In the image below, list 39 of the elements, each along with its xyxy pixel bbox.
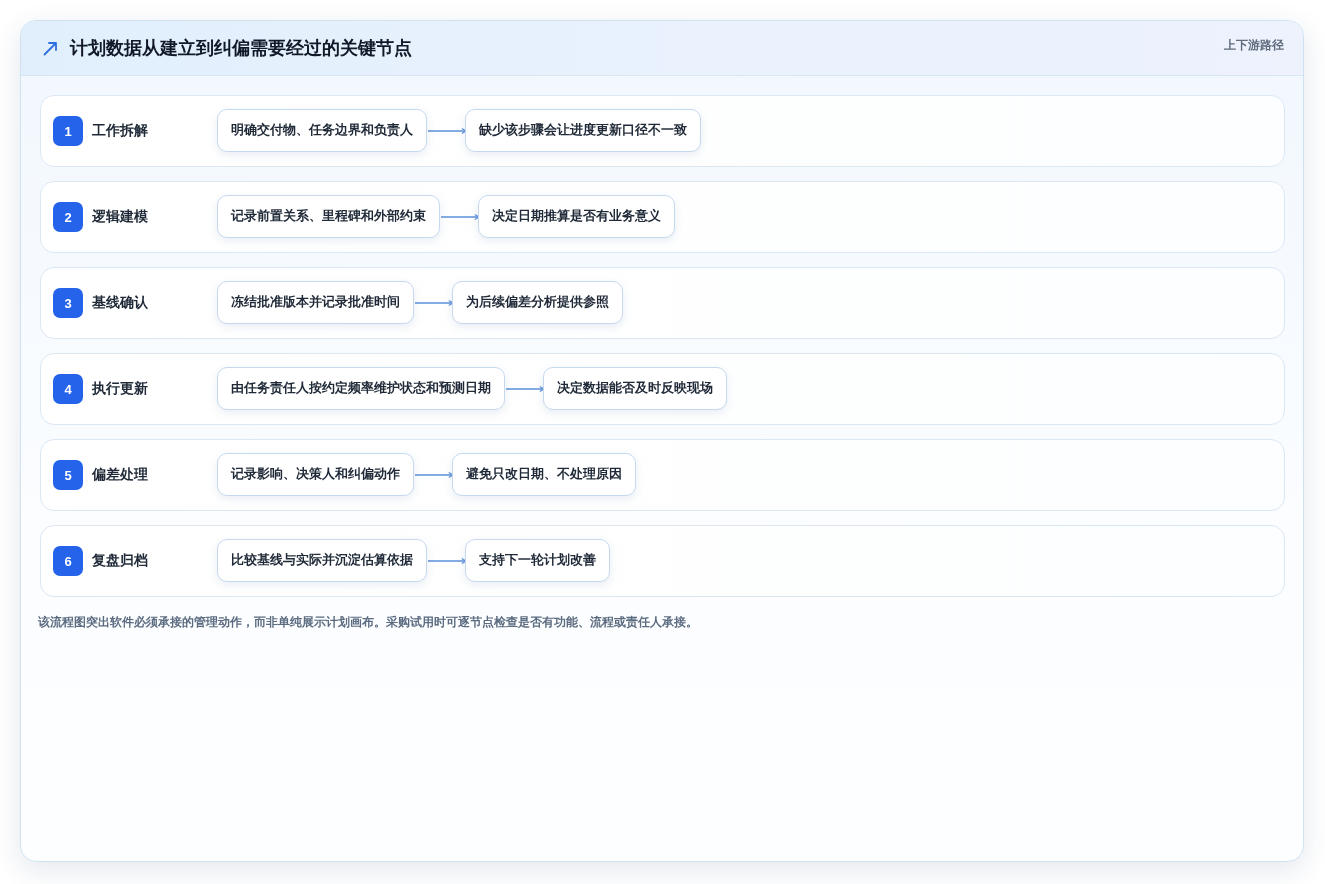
action-box: 记录前置关系、里程碑和外部约束 bbox=[217, 194, 440, 238]
caption: 该流程图突出软件必须承接的管理动作，而非单纯展示计划画布。采购试用时可逐节点检查是否有功能、流程或责任人承接。 bbox=[38, 614, 698, 631]
outcome-box: 为后续偏差分析提供参照 bbox=[452, 280, 623, 324]
arrow bbox=[414, 472, 454, 478]
outcome-box: 决定日期推算是否有业务意义 bbox=[478, 194, 675, 238]
step-row bbox=[40, 267, 1285, 339]
step-name: 复盘归档 bbox=[92, 552, 149, 570]
step-row bbox=[40, 439, 1285, 511]
arrow bbox=[414, 300, 454, 306]
action-box: 记录影响、决策人和纠偏动作 bbox=[217, 452, 414, 496]
outcome-box: 支持下一轮计划改善 bbox=[465, 538, 610, 582]
step-number-badge: 2 bbox=[53, 202, 83, 232]
step-number-badge: 1 bbox=[53, 116, 83, 146]
arrow bbox=[440, 214, 480, 220]
step-name: 工作拆解 bbox=[92, 122, 149, 140]
step-name: 逻辑建模 bbox=[92, 208, 149, 226]
step-number-badge: 4 bbox=[53, 374, 83, 404]
action-box: 比较基线与实际并沉淀估算依据 bbox=[217, 538, 427, 582]
arrow bbox=[505, 386, 545, 392]
step-name: 执行更新 bbox=[92, 380, 149, 398]
step-number-badge: 3 bbox=[53, 288, 83, 318]
action-box: 冻结批准版本并记录批准时间 bbox=[217, 280, 414, 324]
arrow bbox=[427, 128, 467, 134]
step-number-badge: 6 bbox=[53, 546, 83, 576]
outcome-box: 决定数据能否及时反映现场 bbox=[543, 366, 727, 410]
arrow bbox=[427, 558, 467, 564]
step-row bbox=[40, 181, 1285, 253]
step-row bbox=[40, 353, 1285, 425]
outcome-box: 缺少该步骤会让进度更新口径不一致 bbox=[465, 108, 701, 152]
step-name: 偏差处理 bbox=[92, 466, 149, 484]
step-row bbox=[40, 525, 1285, 597]
action-box: 由任务责任人按约定频率维护状态和预测日期 bbox=[217, 366, 505, 410]
title: 计划数据从建立到纠偏需要经过的关键节点 bbox=[70, 37, 412, 60]
outcome-box: 避免只改日期、不处理原因 bbox=[452, 452, 636, 496]
step-name: 基线确认 bbox=[92, 294, 149, 312]
action-box: 明确交付物、任务边界和负责人 bbox=[217, 108, 427, 152]
step-number-badge: 5 bbox=[53, 460, 83, 490]
step-row bbox=[40, 95, 1285, 167]
header-label: 上下游路径 bbox=[1224, 37, 1284, 53]
